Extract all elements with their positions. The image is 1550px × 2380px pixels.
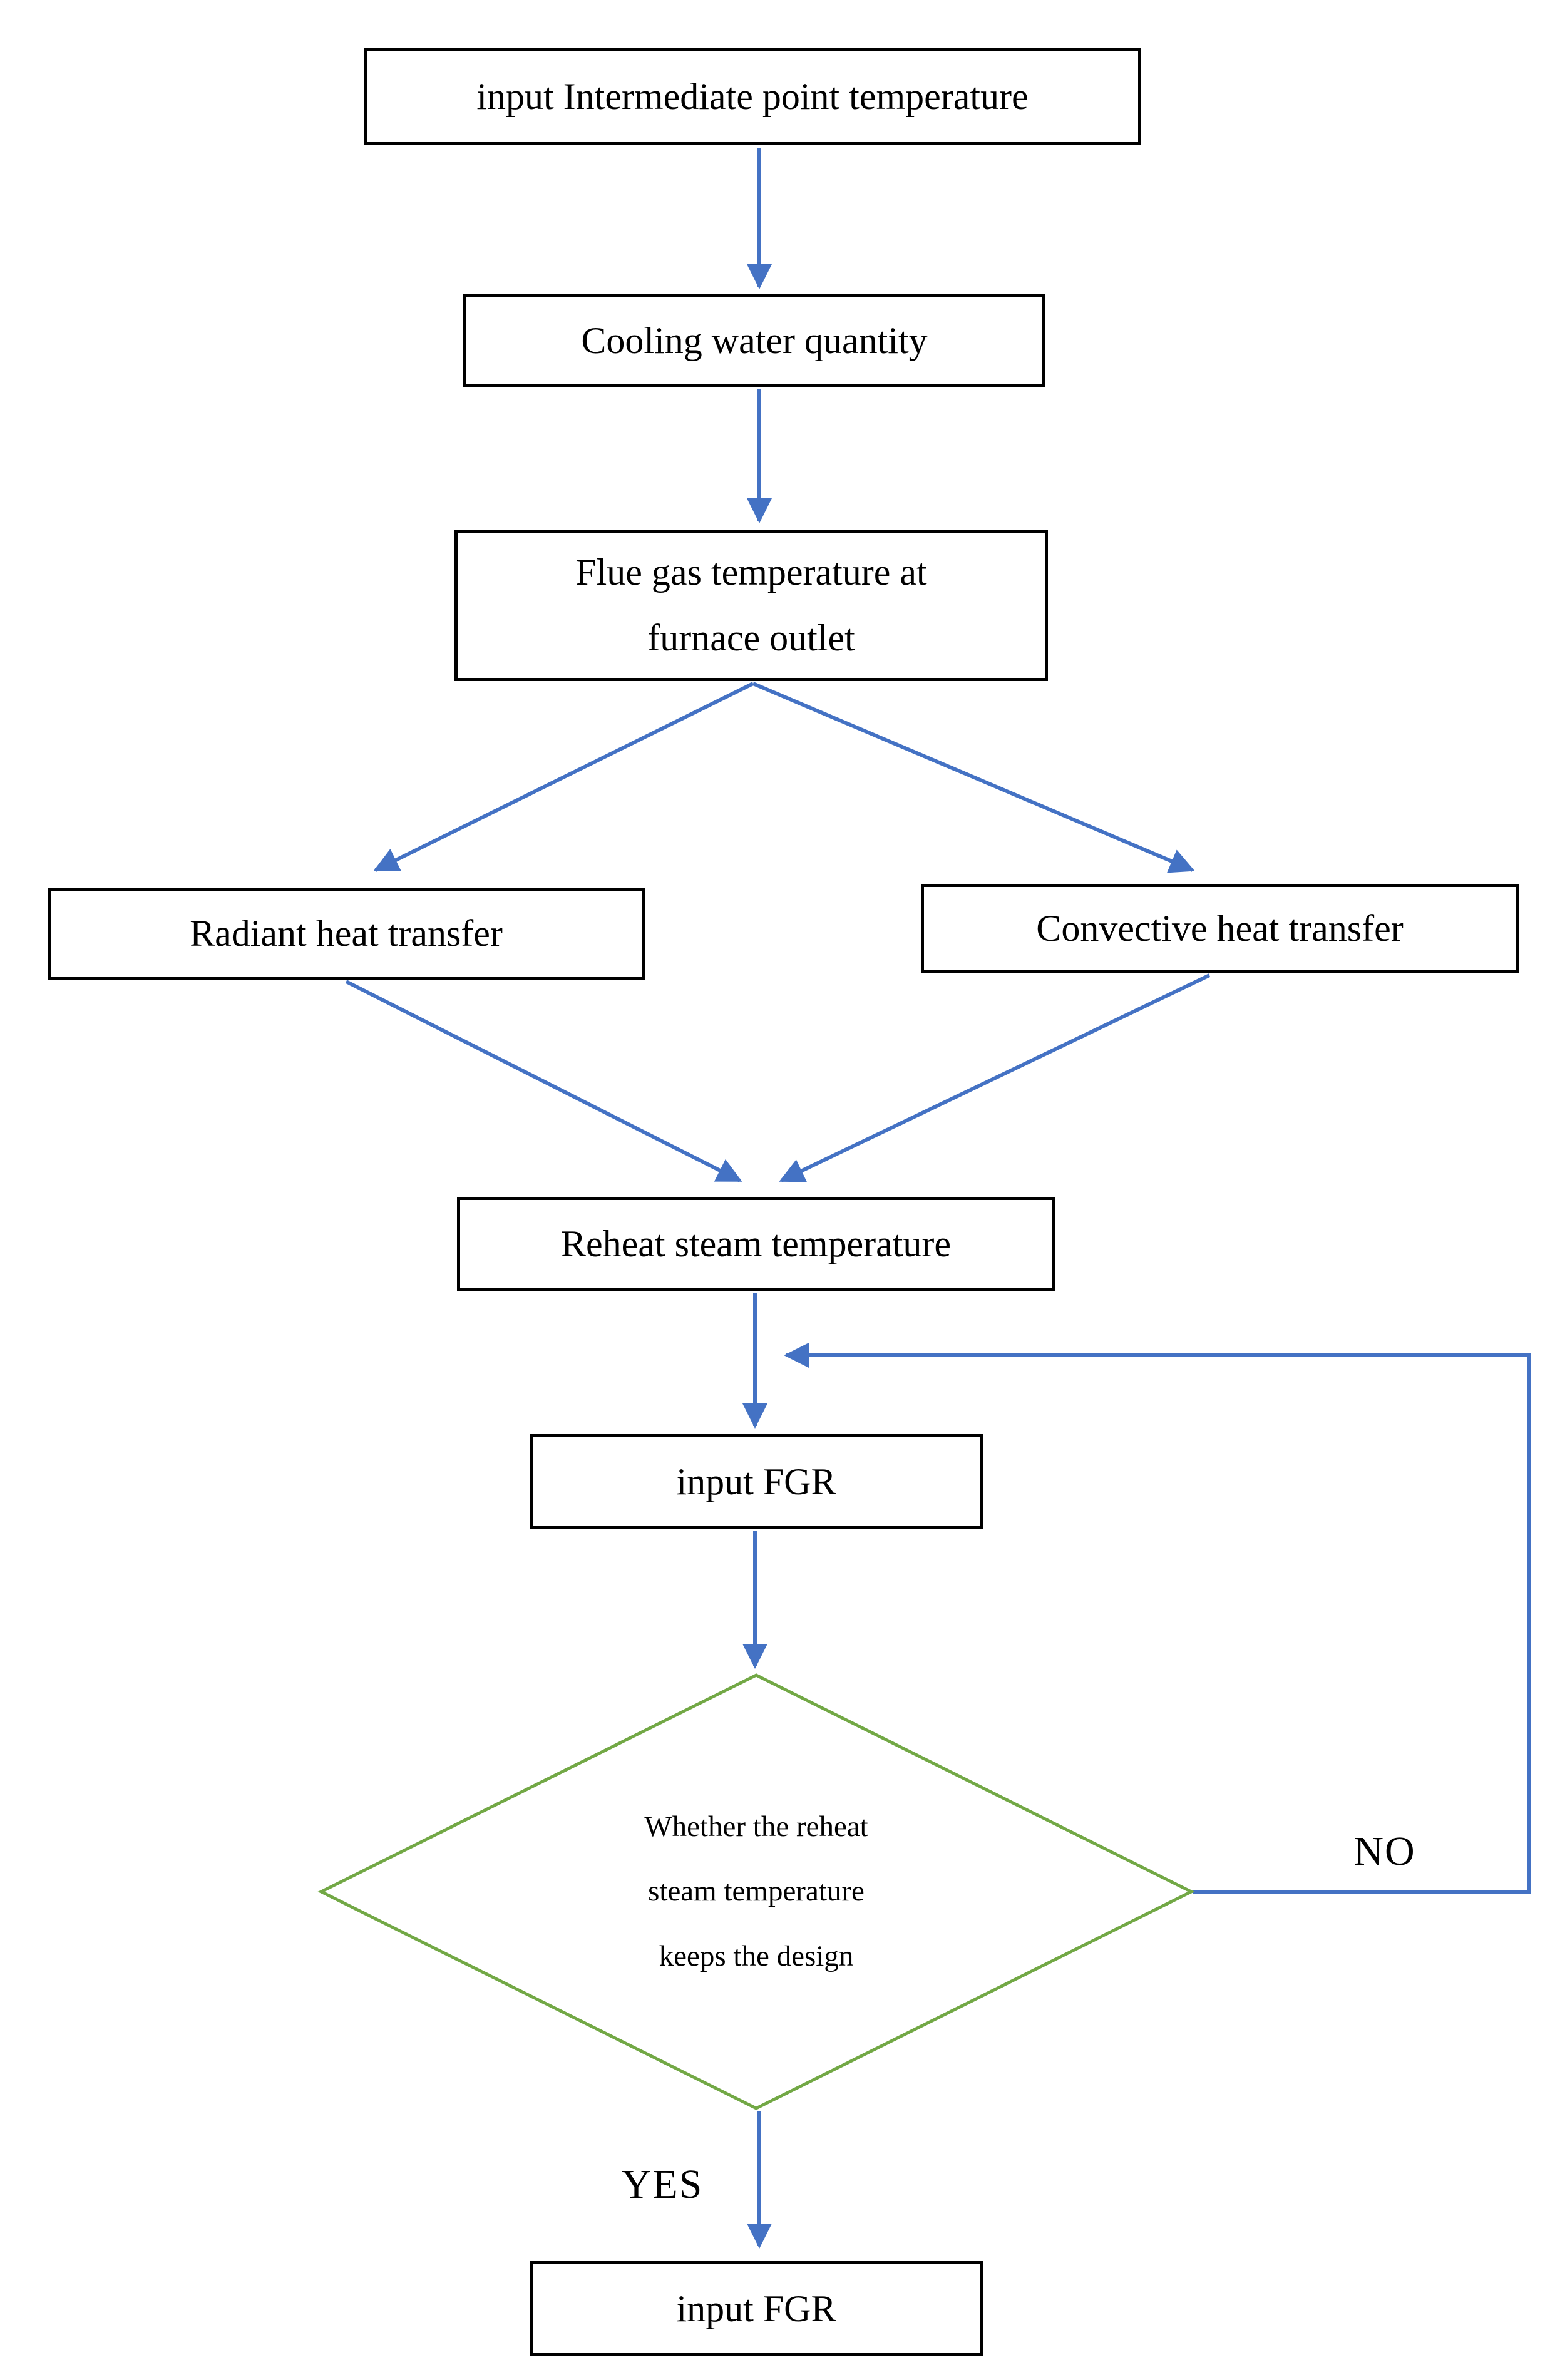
node-flue-gas-temperature: Flue gas temperature at furnace outlet [454, 530, 1048, 681]
node-label: input FGR [676, 1460, 836, 1502]
node-label: input Intermediate point temperature [476, 75, 1029, 117]
arrow-flue-to-convective [752, 682, 1195, 873]
node-label: Radiant heat transfer [190, 913, 503, 954]
node-label: Flue gas temperature at furnace outlet [575, 551, 927, 659]
node-label: Reheat steam temperature [560, 1223, 952, 1264]
decision-line-1: Whether the reheat [644, 1810, 868, 1843]
decision-diamond-shape [317, 1673, 1195, 2110]
arrow-no-feedback-loop [784, 1343, 1531, 1894]
node-label: Cooling water quantity [581, 319, 928, 361]
decision-diamond-label: Whether the reheat steam temperature kee… [443, 1770, 1069, 2013]
arrow-flue-to-radiant [373, 682, 754, 872]
node-radiant-heat-transfer: Radiant heat transfer [48, 888, 645, 980]
node-label: input FGR [676, 2287, 836, 2329]
decision-line-3: keeps the design [659, 1939, 854, 1972]
edge-label-no: NO [1353, 1829, 1416, 1874]
node-convective-heat-transfer: Convective heat transfer [921, 884, 1519, 973]
node-reheat-steam-temperature: Reheat steam temperature [457, 1197, 1055, 1291]
node-input-fgr-final: input FGR [530, 2261, 983, 2356]
node-input-intermediate-point-temperature: input Intermediate point temperature [364, 48, 1141, 145]
node-cooling-water-quantity: Cooling water quantity [463, 294, 1045, 387]
arrow-convective-to-reheat [779, 973, 1211, 1182]
node-input-fgr: input FGR [530, 1434, 983, 1529]
decision-line-2: steam temperature [648, 1875, 865, 1908]
node-label: Convective heat transfer [1036, 908, 1404, 949]
arrow-radiant-to-reheat [345, 980, 742, 1182]
edge-label-yes: YES [621, 2162, 704, 2207]
